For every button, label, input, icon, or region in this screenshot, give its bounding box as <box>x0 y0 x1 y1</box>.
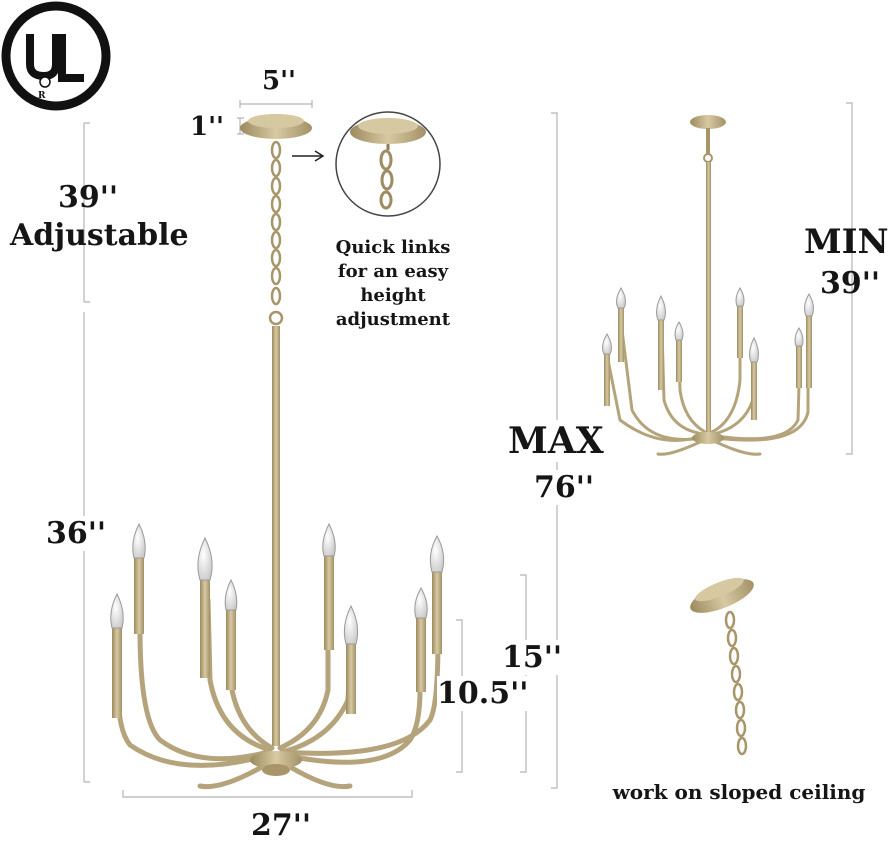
sloped-ceiling-detail <box>690 577 754 756</box>
chain-adjustable-label: Adjustable <box>10 218 189 253</box>
body-height-label: 15'' <box>502 640 563 675</box>
fixture-height-label: 36'' <box>46 516 107 551</box>
arrow-icon <box>292 150 325 162</box>
chain-length-label: 39'' <box>58 180 119 215</box>
min-value-label: 39'' <box>820 266 881 301</box>
max-label: MAX <box>508 420 604 462</box>
quick-links-line-3: height <box>360 285 426 306</box>
chandelier-main <box>110 114 445 790</box>
ul-logo <box>1 1 111 111</box>
arm-height-label: 10.5'' <box>437 676 529 711</box>
min-label: MIN <box>804 222 889 262</box>
registered-mark: R <box>38 91 46 101</box>
canopy-height-label: 1'' <box>190 112 225 142</box>
diameter-label: 27'' <box>251 808 312 843</box>
quick-links-line-2: for an easy <box>337 261 449 282</box>
max-value-label: 76'' <box>534 470 595 505</box>
canopy-width-label: 5'' <box>262 66 297 96</box>
quick-links-line-1: Quick links <box>335 237 451 258</box>
chandelier-min <box>602 115 814 456</box>
quick-link-detail <box>335 111 441 217</box>
quick-links-line-4: adjustment <box>335 309 451 330</box>
sloped-ceiling-note: work on sloped ceiling <box>612 780 866 804</box>
quick-links-note: Quick links for an easy height adjustmen… <box>318 236 468 332</box>
